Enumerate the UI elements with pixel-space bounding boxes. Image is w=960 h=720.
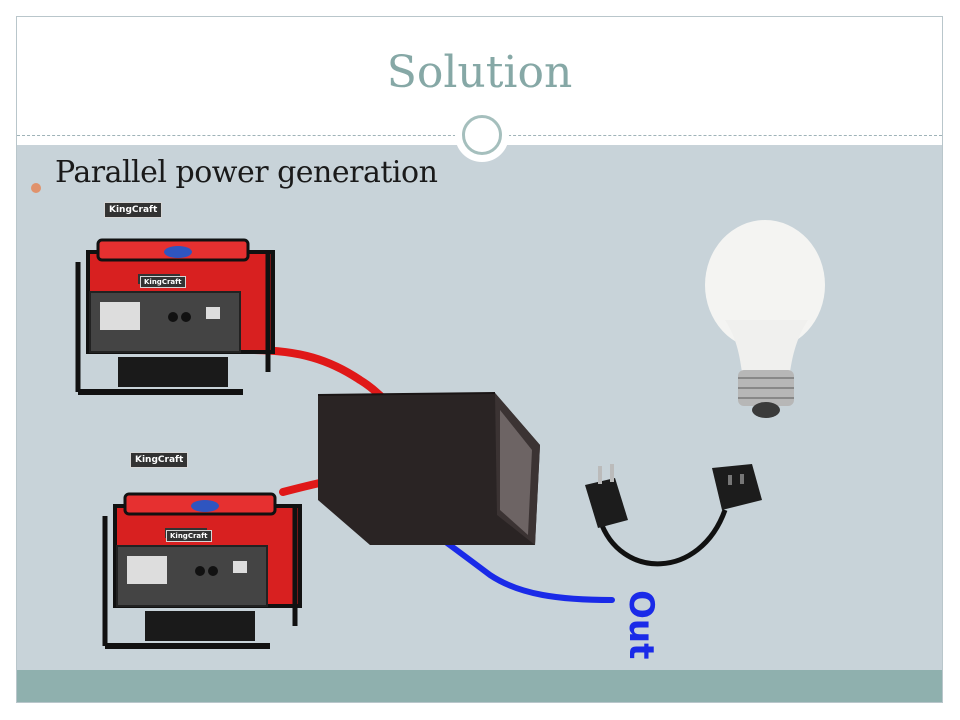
bullet-text: Parallel power generation bbox=[55, 155, 438, 190]
slide-title: Solution bbox=[386, 47, 573, 98]
generator-brand-tag: KingCraft bbox=[104, 202, 163, 218]
generator-icon bbox=[75, 238, 275, 395]
divider-circle-ring bbox=[462, 115, 502, 155]
bullet-dot bbox=[31, 183, 41, 193]
light-bulb-icon bbox=[705, 220, 825, 418]
output-label: Out bbox=[621, 590, 661, 659]
divider-circle-ornament bbox=[455, 108, 509, 162]
generator-panel-brand: KingCraft bbox=[140, 276, 186, 288]
combiner-box-icon bbox=[317, 392, 540, 545]
generator-brand-tag: KingCraft bbox=[130, 452, 189, 468]
generator-icon bbox=[102, 492, 302, 649]
footer-bar bbox=[17, 670, 942, 702]
plug-cable-icon bbox=[585, 464, 762, 567]
generator-panel-brand: KingCraft bbox=[166, 530, 212, 542]
wire-out bbox=[429, 529, 615, 603]
